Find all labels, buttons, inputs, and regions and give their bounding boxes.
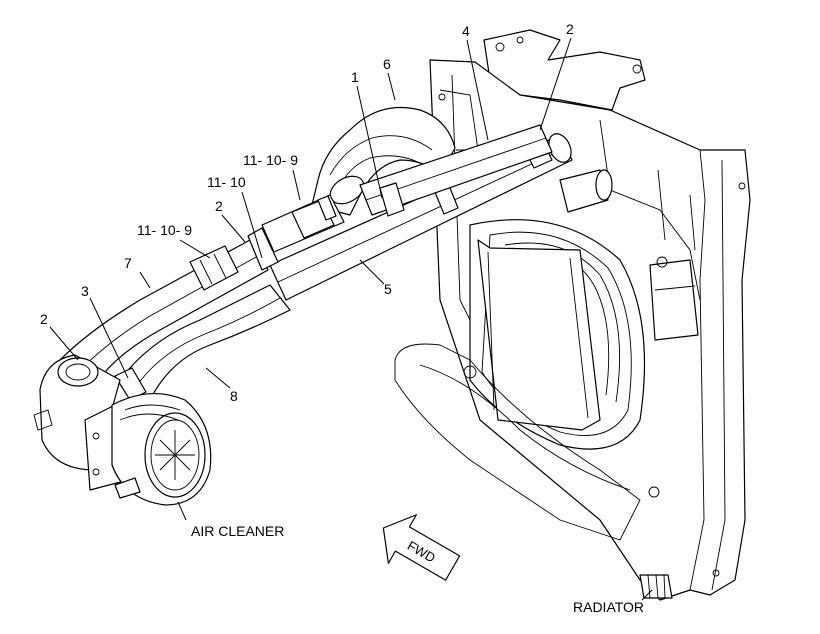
air-cleaner-assembly [33, 354, 212, 506]
callout-1: 1 [351, 69, 359, 85]
callout-2-mid: 2 [215, 198, 223, 214]
callout-11-10-9-lower: 11- 10- 9 [137, 222, 192, 238]
air-cleaner-label: AIR CLEANER [191, 523, 284, 539]
forward-arrow-icon: FWD [382, 514, 461, 581]
radiator-label: RADIATOR [573, 599, 644, 615]
hose-7 [59, 227, 279, 386]
callout-11-10: 11- 10 [207, 174, 246, 190]
callout-2-left: 2 [40, 311, 48, 327]
callout-4: 4 [462, 23, 470, 39]
callout-3: 3 [81, 283, 89, 299]
callout-7: 7 [124, 255, 132, 271]
leader-lines [49, 37, 653, 601]
upper-tube [359, 124, 553, 217]
hose-8 [114, 284, 291, 401]
callout-6: 6 [383, 56, 391, 72]
radiator-assembly [394, 29, 751, 601]
callout-5: 5 [384, 281, 392, 297]
callout-labels: 2 4 6 1 11- 10- 9 11- 10 2 11- 10- 9 7 3… [40, 21, 644, 615]
elbow-hose-6 [311, 106, 456, 216]
upper-sleeve [261, 194, 345, 253]
callout-8: 8 [230, 388, 238, 404]
tube-5 [269, 131, 613, 301]
callout-2-top: 2 [566, 21, 574, 37]
callout-11-10-9-upper: 11- 10- 9 [243, 152, 298, 168]
